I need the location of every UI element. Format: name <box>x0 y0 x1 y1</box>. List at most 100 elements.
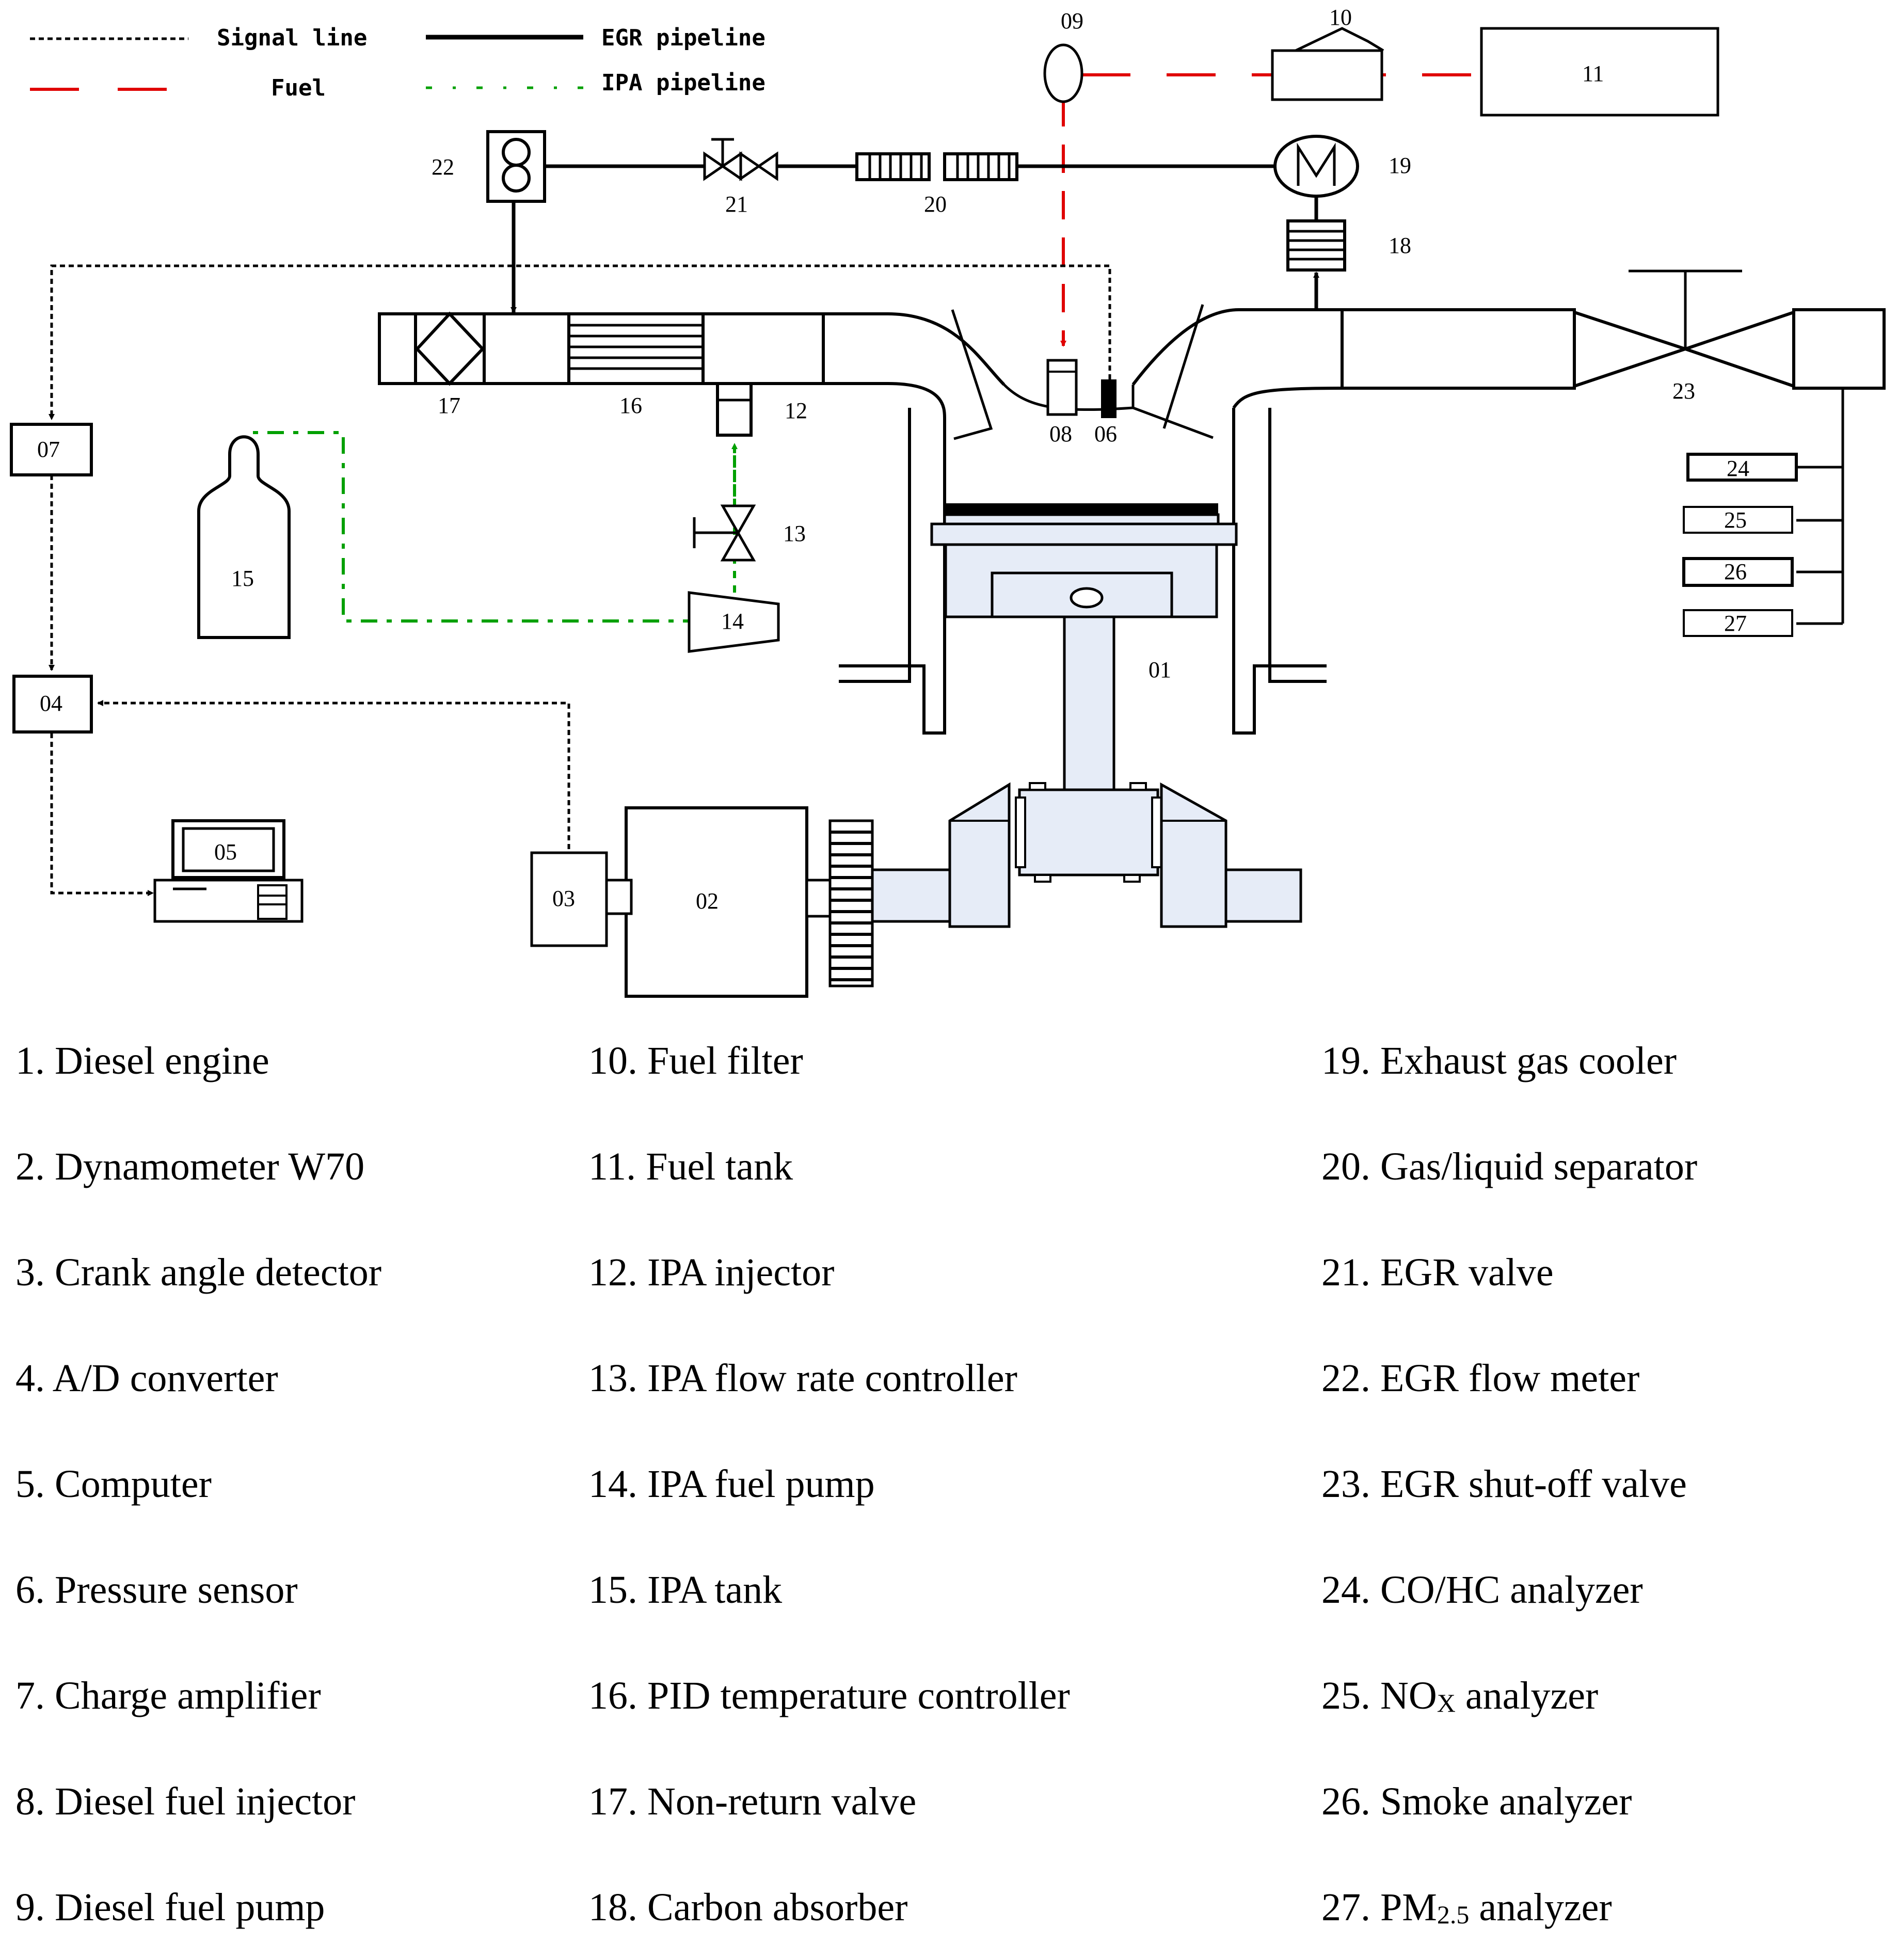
component-item-25-sub: X <box>1437 1688 1456 1717</box>
pm25-analyzer-27 <box>1683 609 1793 637</box>
test-bench-schematic: Signal line EGR pipeline Fuel IPA pipeli… <box>10 5 1886 998</box>
component-item-2: 2. Dynamometer W70 <box>15 1145 365 1188</box>
legend: Signal line EGR pipeline Fuel IPA pipeli… <box>30 25 765 101</box>
component-item-24: 24. CO/HC analyzer <box>1321 1568 1643 1612</box>
component-item-7: 7. Charge amplifier <box>15 1674 321 1717</box>
component-item-11: 11. Fuel tank <box>588 1145 793 1188</box>
component-item-25-rest: analyzer <box>1455 1674 1599 1717</box>
label-12: 12 <box>785 398 807 423</box>
label-03: 03 <box>552 886 575 911</box>
label-10: 10 <box>1329 5 1352 30</box>
nox-analyzer-25 <box>1683 506 1793 534</box>
label-20: 20 <box>924 192 947 217</box>
gas-liquid-separator-20 <box>855 152 1018 181</box>
component-item-15: 15. IPA tank <box>588 1568 783 1612</box>
label-27: 27 <box>1724 611 1747 636</box>
label-07: 07 <box>37 437 60 462</box>
crank-angle-detector-03 <box>530 851 633 947</box>
component-item-19: 19. Exhaust gas cooler <box>1321 1039 1677 1082</box>
ipa-line <box>253 431 738 623</box>
label-18: 18 <box>1389 233 1411 258</box>
carbon-absorber-18 <box>1286 196 1346 272</box>
egr-shutoff-valve-23 <box>1573 269 1795 389</box>
signal-lines <box>49 264 1111 896</box>
legend-fuel: Fuel <box>271 75 326 101</box>
ipa-fuel-pump-14 <box>688 591 780 653</box>
component-item-27-sub: 2.5 <box>1437 1900 1470 1929</box>
ad-converter-04 <box>12 675 93 734</box>
ipa-flow-controller-13 <box>693 504 756 562</box>
component-item-4: 4. A/D converter <box>15 1357 278 1400</box>
ipa-injector-12 <box>716 382 753 437</box>
component-item-17: 17. Non-return valve <box>588 1780 917 1823</box>
label-02: 02 <box>696 888 719 914</box>
component-item-26: 26. Smoke analyzer <box>1321 1780 1632 1823</box>
component-item-5: 5. Computer <box>15 1462 212 1506</box>
component-item-8: 8. Diesel fuel injector <box>15 1780 356 1823</box>
label-11: 11 <box>1582 61 1604 86</box>
computer-05 <box>153 819 304 923</box>
component-item-1: 1. Diesel engine <box>15 1039 269 1082</box>
component-list: 1. Diesel engine 2. Dynamometer W70 3. C… <box>0 1038 1898 1960</box>
component-item-13: 13. IPA flow rate controller <box>588 1357 1017 1400</box>
label-13: 13 <box>783 521 806 546</box>
ipa-tank-15 <box>197 435 291 639</box>
label-05: 05 <box>214 839 237 865</box>
component-item-6: 6. Pressure sensor <box>15 1568 298 1612</box>
legend-ipa-pipeline: IPA pipeline <box>601 70 765 96</box>
label-22: 22 <box>432 154 454 180</box>
legend-egr-pipeline: EGR pipeline <box>601 25 765 51</box>
egr-pipeline-top <box>511 164 1319 313</box>
diesel-fuel-pump-09 <box>1043 43 1083 103</box>
component-item-20: 20. Gas/liquid separator <box>1321 1145 1698 1188</box>
component-item-3: 3. Crank angle detector <box>15 1251 382 1294</box>
legend-signal-line: Signal line <box>217 25 367 51</box>
label-15: 15 <box>231 566 254 591</box>
label-19: 19 <box>1389 153 1411 178</box>
component-item-18: 18. Carbon absorber <box>588 1886 908 1929</box>
egr-valve-21 <box>703 138 778 181</box>
label-23: 23 <box>1672 378 1695 404</box>
component-item-12: 12. IPA injector <box>588 1251 835 1294</box>
label-17: 17 <box>438 393 460 418</box>
label-16: 16 <box>619 393 642 418</box>
label-06: 06 <box>1094 421 1117 447</box>
label-24: 24 <box>1727 456 1749 481</box>
dynamometer-02 <box>625 806 874 998</box>
fuel-filter-10 <box>1271 27 1384 101</box>
label-01: 01 <box>1149 657 1171 682</box>
co-hc-analyzer-24 <box>1686 453 1798 482</box>
exhaust-gas-cooler-19 <box>1273 135 1359 198</box>
label-21: 21 <box>725 192 748 217</box>
fuel-tank-11 <box>1480 27 1719 117</box>
label-26: 26 <box>1724 559 1747 584</box>
smoke-analyzer-26 <box>1682 557 1794 587</box>
label-14: 14 <box>721 609 744 634</box>
component-item-27-text: 27. PM <box>1321 1886 1437 1929</box>
component-item-22: 22. EGR flow meter <box>1321 1357 1640 1400</box>
component-item-27-rest: analyzer <box>1469 1886 1612 1929</box>
label-04: 04 <box>40 691 62 716</box>
component-item-10: 10. Fuel filter <box>588 1039 803 1082</box>
pressure-sensor-06 <box>1101 379 1117 418</box>
fuel-line <box>1060 73 1479 347</box>
component-item-14: 14. IPA fuel pump <box>588 1462 875 1506</box>
component-item-25-text: 25. NO <box>1321 1674 1437 1717</box>
label-09: 09 <box>1061 8 1083 34</box>
egr-flow-meter-22 <box>486 130 546 203</box>
label-25: 25 <box>1724 507 1747 533</box>
diesel-fuel-injector-08 <box>1046 359 1078 416</box>
intake-pipeline <box>378 312 1006 419</box>
component-item-25: 25. NOX analyzer <box>1321 1672 1598 1726</box>
pid-temp-controller-16 <box>567 314 705 384</box>
label-08: 08 <box>1049 421 1072 447</box>
non-return-valve-17 <box>414 311 486 386</box>
diesel-engine-01 <box>839 304 1327 928</box>
charge-amplifier-07 <box>10 423 93 476</box>
component-item-9: 9. Diesel fuel pump <box>15 1886 325 1929</box>
exhaust-pipeline <box>1131 308 1886 625</box>
component-item-23: 23. EGR shut-off valve <box>1321 1462 1687 1506</box>
component-item-16: 16. PID temperature controller <box>588 1674 1070 1717</box>
component-item-21: 21. EGR valve <box>1321 1251 1554 1294</box>
component-item-27: 27. PM2.5 analyzer <box>1321 1884 1612 1938</box>
